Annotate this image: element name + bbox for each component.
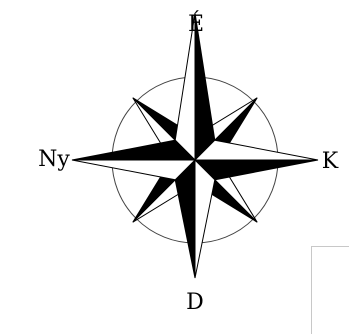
west-label: Ny [38, 147, 70, 172]
cardinal-point-light [195, 140, 318, 160]
cardinal-point-light [72, 160, 195, 180]
cardinal-point-dark [175, 160, 195, 278]
cardinal-points [72, 13, 318, 278]
south-label: D [186, 290, 204, 315]
frame-corner [311, 246, 349, 334]
cardinal-point-light [195, 160, 215, 278]
cardinal-point-dark [72, 140, 195, 160]
north-label: É [188, 10, 204, 37]
cardinal-point-dark [195, 160, 318, 180]
east-label: K [322, 149, 339, 174]
